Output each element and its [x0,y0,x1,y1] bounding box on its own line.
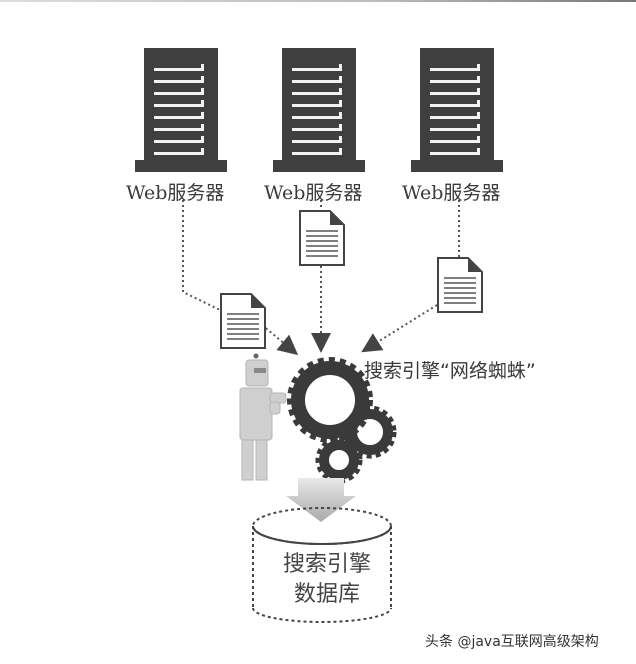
database-label-line2: 数据库 [293,582,360,607]
web-server-label-3: Web服务器 [402,182,501,204]
gears-icon [287,357,397,484]
document-icon-2 [299,210,345,266]
down-arrow-icon [286,478,356,522]
document-icon-3 [437,257,483,313]
robot-icon [239,353,287,481]
web-server-icon-1 [135,48,227,172]
web-server-icon-2 [273,48,365,172]
web-server-label-2: Web服务器 [264,182,363,204]
database-label: 搜索引擎 数据库 [262,550,392,610]
database-label-line1: 搜索引擎 [282,552,371,577]
spider-label: 搜索引擎“网络蜘蛛” [364,360,536,382]
watermark: 头条 @java互联网高级架构 [425,634,599,650]
top-border [0,0,636,2]
web-server-icon-3 [411,48,503,172]
database-icon [252,507,392,623]
web-server-label-1: Web服务器 [126,182,225,204]
document-icon-1 [220,293,266,349]
